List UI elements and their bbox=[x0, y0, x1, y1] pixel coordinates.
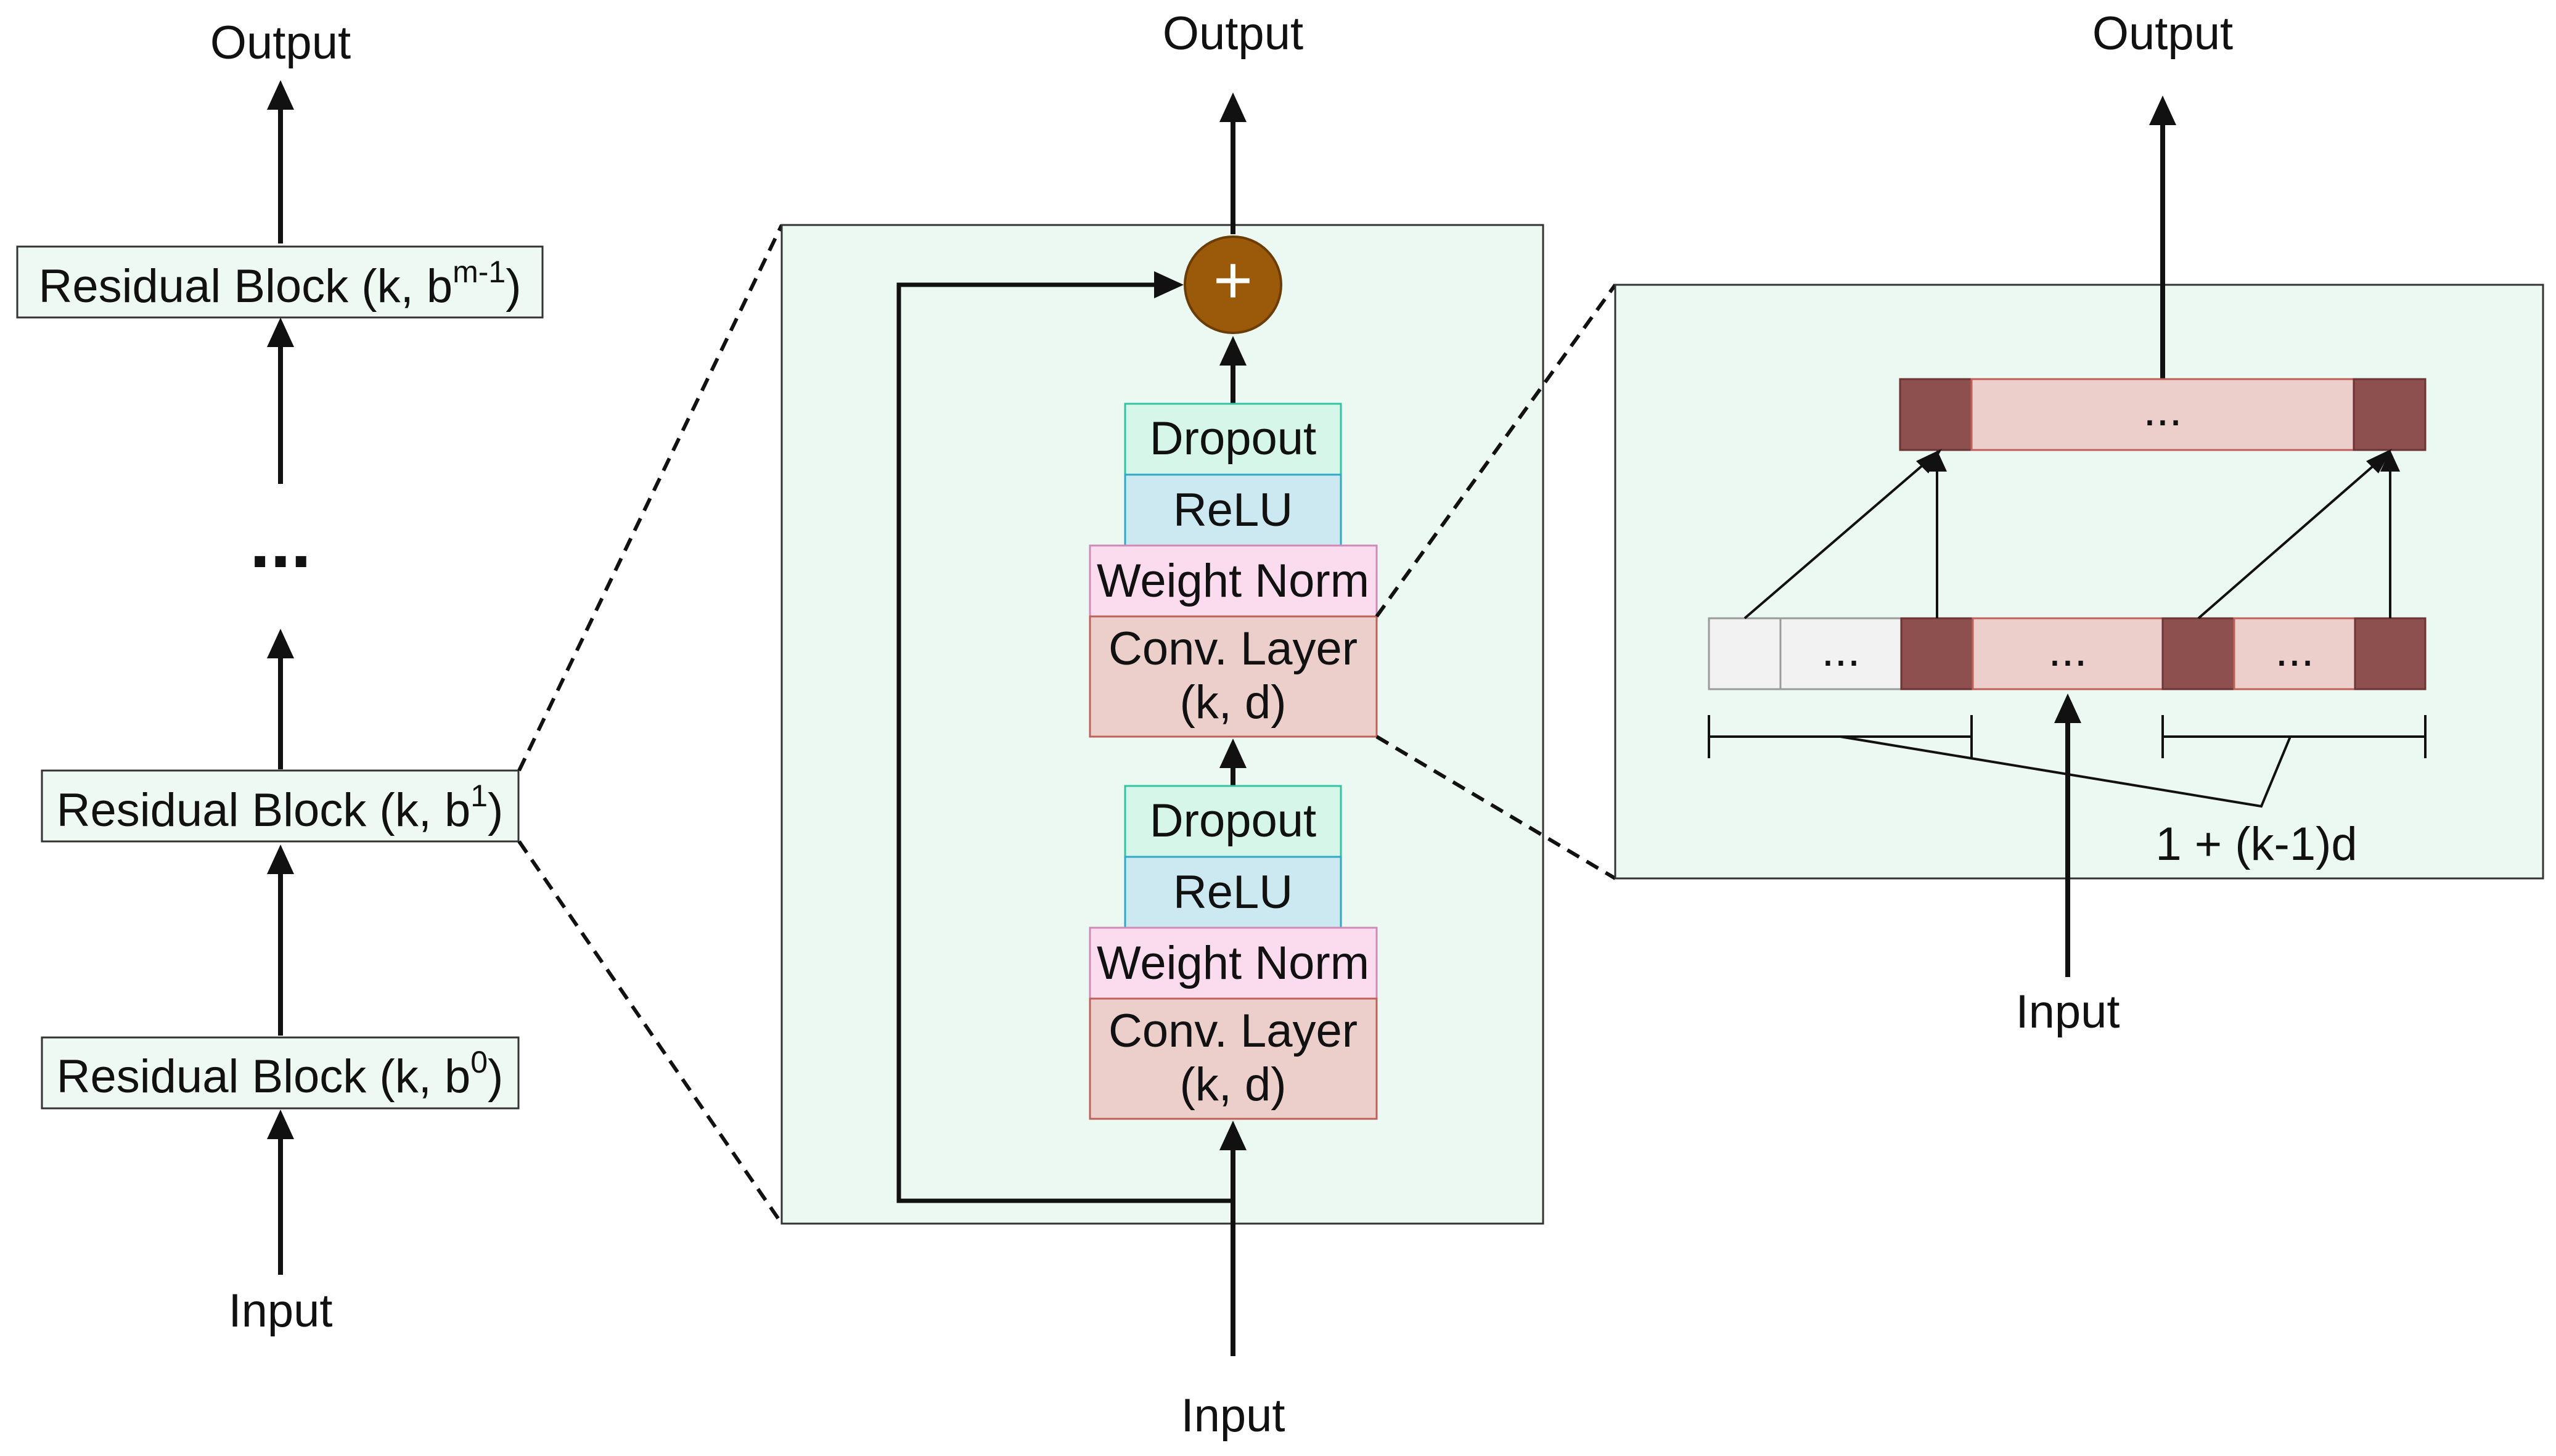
residual-block-1: Residual Block (k, b1) bbox=[41, 769, 520, 843]
left-arrows bbox=[267, 80, 294, 1275]
input-cell-row: ... ... ... bbox=[1708, 617, 2427, 690]
lower-conv-layer-label: Conv. Layer bbox=[1108, 1005, 1358, 1057]
input-row-ellipsis-2: ... bbox=[2048, 624, 2087, 676]
right-output-label: Output bbox=[2092, 7, 2233, 60]
skip-connection bbox=[896, 271, 1233, 1203]
adder-node: + bbox=[1184, 235, 1282, 334]
middle-output-label: Output bbox=[1163, 7, 1303, 60]
lower-relu-box bbox=[1124, 856, 1342, 929]
upper-conv-layer-label: Conv. Layer bbox=[1108, 623, 1358, 675]
output-cell-row: ... bbox=[1899, 378, 2427, 451]
upper-conv-layer-box bbox=[1089, 615, 1378, 738]
lower-weight-norm-box bbox=[1089, 926, 1378, 1000]
receptive-field-brackets bbox=[1708, 715, 2427, 808]
output-row-ellipsis: ... bbox=[2143, 383, 2182, 436]
lower-layer-stack: Dropout ReLU Weight Norm Conv. Layer (k,… bbox=[1089, 785, 1378, 1120]
svg-text:Residual Block (k, b0): Residual Block (k, b0) bbox=[57, 1045, 504, 1103]
left-ellipsis: ... bbox=[250, 501, 311, 583]
lower-dropout-box bbox=[1124, 785, 1342, 858]
input-row-ellipsis-3: ... bbox=[2275, 624, 2314, 676]
residual-block-m-1: Residual Block (k, bm-1) bbox=[16, 245, 544, 319]
lower-relu-label: ReLU bbox=[1173, 866, 1293, 918]
middle-input-label: Input bbox=[1181, 1389, 1285, 1442]
right-panel bbox=[1614, 284, 2544, 880]
input-row-ellipsis-1: ... bbox=[1821, 624, 1860, 676]
upper-dropout-label: Dropout bbox=[1150, 412, 1316, 465]
right-input-label: Input bbox=[2015, 986, 2120, 1038]
zoom-lines-right bbox=[1375, 284, 1617, 880]
upper-dropout-box bbox=[1124, 403, 1342, 476]
receptive-field-label: 1 + (k-1)d bbox=[2155, 818, 2357, 870]
lower-conv-layer-params: (k, d) bbox=[1179, 1058, 1286, 1111]
upper-relu-box bbox=[1124, 473, 1342, 547]
residual-block-0: Residual Block (k, b0) bbox=[41, 1036, 520, 1110]
lower-weight-norm-label: Weight Norm bbox=[1097, 937, 1369, 989]
dilation-connections bbox=[1743, 449, 2400, 620]
left-input-label: Input bbox=[228, 1285, 332, 1337]
adder-plus-symbol: + bbox=[1213, 242, 1253, 318]
dilated-conv-panel: Output ... ... ... ... bbox=[1614, 7, 2544, 1038]
zoom-lines-left bbox=[517, 224, 784, 1225]
upper-weight-norm-label: Weight Norm bbox=[1097, 555, 1369, 607]
left-stack: Output Residual Block (k, bm-1) ... Resi… bbox=[16, 17, 544, 1337]
upper-layer-stack: Dropout ReLU Weight Norm Conv. Layer (k,… bbox=[1089, 403, 1378, 738]
upper-weight-norm-box bbox=[1089, 544, 1378, 618]
svg-text:Residual Block (k, bm-1): Residual Block (k, bm-1) bbox=[38, 255, 521, 313]
left-output-label: Output bbox=[210, 17, 351, 69]
lower-conv-layer-box bbox=[1089, 997, 1378, 1120]
upper-relu-label: ReLU bbox=[1173, 484, 1293, 536]
upper-conv-layer-params: (k, d) bbox=[1179, 676, 1286, 729]
middle-block: Output + Dropout ReLU Weight Norm Conv. … bbox=[780, 7, 1544, 1442]
svg-text:Residual Block (k, b1): Residual Block (k, b1) bbox=[57, 779, 504, 836]
lower-dropout-label: Dropout bbox=[1150, 795, 1316, 847]
